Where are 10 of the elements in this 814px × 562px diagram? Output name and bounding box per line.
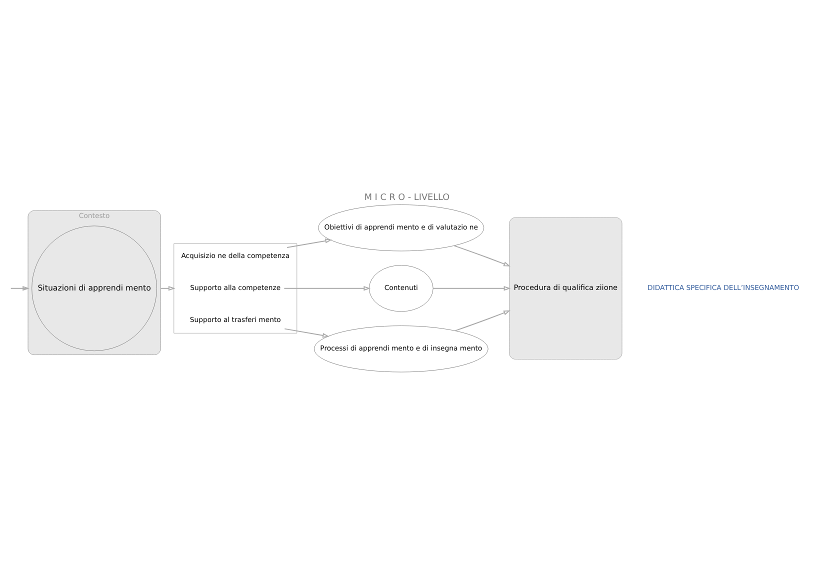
- diagram-title: M I C R O - LIVELLO: [364, 192, 450, 203]
- arrow: [286, 238, 332, 248]
- cluster: [174, 242, 298, 333]
- arrow: [284, 328, 330, 338]
- arrow: [284, 285, 371, 290]
- arrow: [160, 285, 176, 290]
- arrow: [454, 244, 511, 266]
- arrow: [454, 310, 511, 331]
- arrow: [432, 285, 511, 290]
- arrow: [10, 285, 30, 290]
